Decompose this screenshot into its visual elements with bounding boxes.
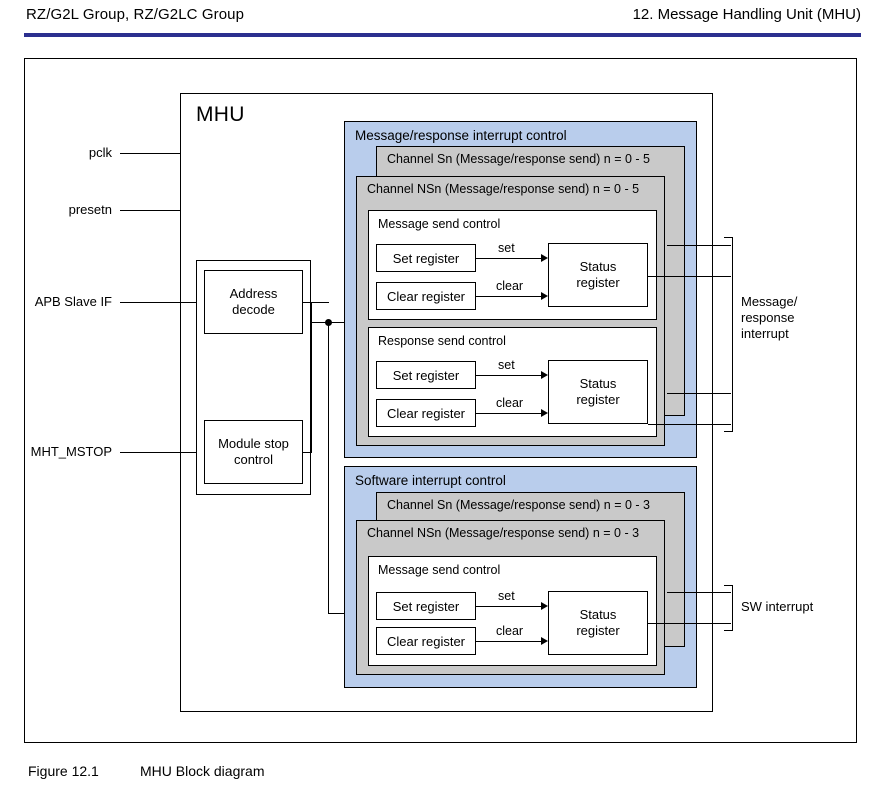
software-clear-register-label: Clear register bbox=[386, 633, 466, 649]
software-set-register: Set register bbox=[376, 592, 476, 620]
message-clear-register-label: Clear register bbox=[386, 288, 466, 304]
software-set-arrow-label: set bbox=[498, 589, 515, 603]
sw-interrupt-out-s bbox=[667, 592, 731, 593]
message-set-wire bbox=[476, 258, 542, 259]
page-header-left: RZ/G2L Group, RZ/G2LC Group bbox=[26, 6, 245, 23]
response-status-register-label: Status register bbox=[576, 376, 620, 407]
response-clear-wire bbox=[476, 413, 542, 414]
response-clear-register: Clear register bbox=[376, 399, 476, 427]
bus-main-vertical bbox=[328, 322, 329, 614]
module-stop-label: Module stop control bbox=[218, 436, 289, 467]
message-response-interrupt-label: Message/ response interrupt bbox=[741, 294, 798, 341]
software-panel-title: Software interrupt control bbox=[355, 473, 506, 488]
message-interrupt-out-ns bbox=[648, 276, 731, 277]
bus-decode-down bbox=[311, 302, 312, 452]
sw-interrupt-label: SW interrupt bbox=[741, 599, 814, 614]
software-clear-wire bbox=[476, 641, 542, 642]
figure-caption: Figure 12.1 MHU Block diagram bbox=[28, 763, 264, 779]
software-status-register: Status register bbox=[548, 591, 648, 655]
message-set-register-label: Set register bbox=[392, 250, 460, 266]
message-channel-nsn-label: Channel NSn (Message/response send) n = … bbox=[367, 182, 640, 196]
message-clear-arrowhead bbox=[541, 292, 548, 300]
page-header-right: 12. Message Handling Unit (MHU) bbox=[632, 6, 861, 23]
sw-interrupt-out-ns bbox=[648, 623, 731, 624]
signal-label-mht-mstop: MHT_MSTOP bbox=[30, 444, 112, 459]
message-clear-arrow-label: clear bbox=[496, 279, 524, 293]
response-status-register: Status register bbox=[548, 360, 648, 424]
software-set-arrowhead bbox=[541, 602, 548, 610]
software-set-wire bbox=[476, 606, 542, 607]
header-rule bbox=[24, 33, 861, 37]
message-status-register: Status register bbox=[548, 243, 648, 307]
figure-caption-text: MHU Block diagram bbox=[140, 763, 265, 779]
response-set-arrow-label: set bbox=[498, 358, 515, 372]
signal-label-apb-slave: APB Slave IF bbox=[34, 294, 112, 309]
response-send-control-title: Response send control bbox=[378, 334, 506, 348]
software-set-register-label: Set register bbox=[392, 598, 460, 614]
message-set-arrow-label: set bbox=[498, 241, 515, 255]
signal-wire-mht-mstop bbox=[120, 452, 205, 453]
bus-junction-dot bbox=[325, 319, 332, 326]
response-interrupt-out-ns bbox=[648, 424, 731, 425]
signal-wire-apb-slave bbox=[120, 302, 205, 303]
message-send-control-title: Message send control bbox=[378, 217, 501, 231]
mhu-frame bbox=[180, 93, 713, 712]
message-status-register-label: Status register bbox=[576, 259, 620, 290]
message-channel-sn-label: Channel Sn (Message/response send) n = 0… bbox=[387, 152, 651, 166]
response-clear-register-label: Clear register bbox=[386, 405, 466, 421]
software-status-register-label: Status register bbox=[576, 607, 620, 638]
software-channel-sn-label: Channel Sn (Message/response send) n = 0… bbox=[387, 498, 651, 512]
software-channel-nsn-label: Channel NSn (Message/response send) n = … bbox=[367, 526, 640, 540]
message-response-panel-title: Message/response interrupt control bbox=[355, 128, 567, 143]
response-clear-arrow-label: clear bbox=[496, 396, 524, 410]
software-clear-register: Clear register bbox=[376, 627, 476, 655]
message-interrupt-out-s bbox=[667, 245, 731, 246]
software-clear-arrow-label: clear bbox=[496, 624, 524, 638]
response-set-wire bbox=[476, 375, 542, 376]
signal-wire-presetn bbox=[120, 210, 181, 211]
response-set-register-label: Set register bbox=[392, 367, 460, 383]
signal-wire-pclk bbox=[120, 153, 181, 154]
figure-caption-number: Figure 12.1 bbox=[28, 763, 99, 779]
message-clear-register: Clear register bbox=[376, 282, 476, 310]
address-decode-block: Address decode bbox=[204, 270, 303, 334]
response-set-arrowhead bbox=[541, 371, 548, 379]
response-set-register: Set register bbox=[376, 361, 476, 389]
sw-interrupt-brace bbox=[724, 585, 733, 631]
bus-to-sw-panel bbox=[328, 613, 350, 614]
response-clear-arrowhead bbox=[541, 409, 548, 417]
software-clear-arrowhead bbox=[541, 637, 548, 645]
signal-label-presetn: presetn bbox=[68, 202, 112, 217]
software-send-control-title: Message send control bbox=[378, 563, 501, 577]
module-stop-block: Module stop control bbox=[204, 420, 303, 484]
signal-label-pclk: pclk bbox=[88, 145, 112, 160]
message-set-arrowhead bbox=[541, 254, 548, 262]
message-clear-wire bbox=[476, 296, 542, 297]
mhu-title: MHU bbox=[196, 103, 245, 126]
response-interrupt-out-s bbox=[667, 393, 731, 394]
message-response-interrupt-brace bbox=[724, 237, 733, 432]
message-set-register: Set register bbox=[376, 244, 476, 272]
bus-decode-out bbox=[302, 302, 329, 303]
address-decode-label: Address decode bbox=[229, 286, 278, 317]
bus-module-stop-out bbox=[302, 452, 312, 453]
